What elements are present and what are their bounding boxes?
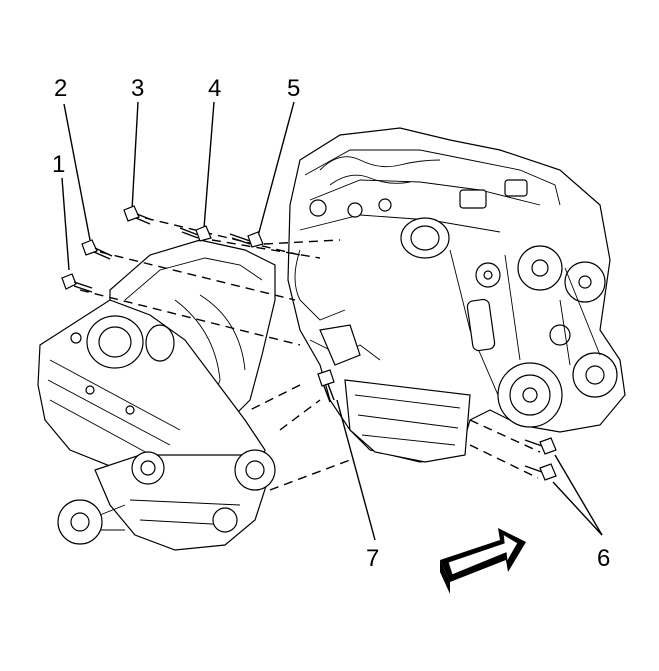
forward-arrow-icon [440, 528, 526, 594]
callout-7: 7 [366, 545, 379, 572]
leader-lines [61, 101, 603, 541]
bolt-6-upper [524, 437, 557, 455]
bolt-1 [61, 273, 93, 293]
bolt-2 [81, 239, 113, 260]
callout-3: 3 [131, 75, 144, 102]
bolt-5 [229, 231, 264, 248]
transmission-assembly [37, 239, 276, 551]
bolt-6-lower [524, 463, 557, 481]
engine-assembly [287, 127, 626, 463]
callout-6: 6 [597, 545, 610, 572]
callout-1: 1 [52, 151, 65, 178]
bolt-4 [179, 225, 212, 242]
callout-5: 5 [287, 75, 300, 102]
alignment-lines [79, 217, 541, 491]
callout-2: 2 [54, 75, 67, 102]
bolt-3 [123, 205, 153, 225]
callout-4: 4 [208, 75, 221, 102]
bolt-7 [317, 369, 335, 403]
